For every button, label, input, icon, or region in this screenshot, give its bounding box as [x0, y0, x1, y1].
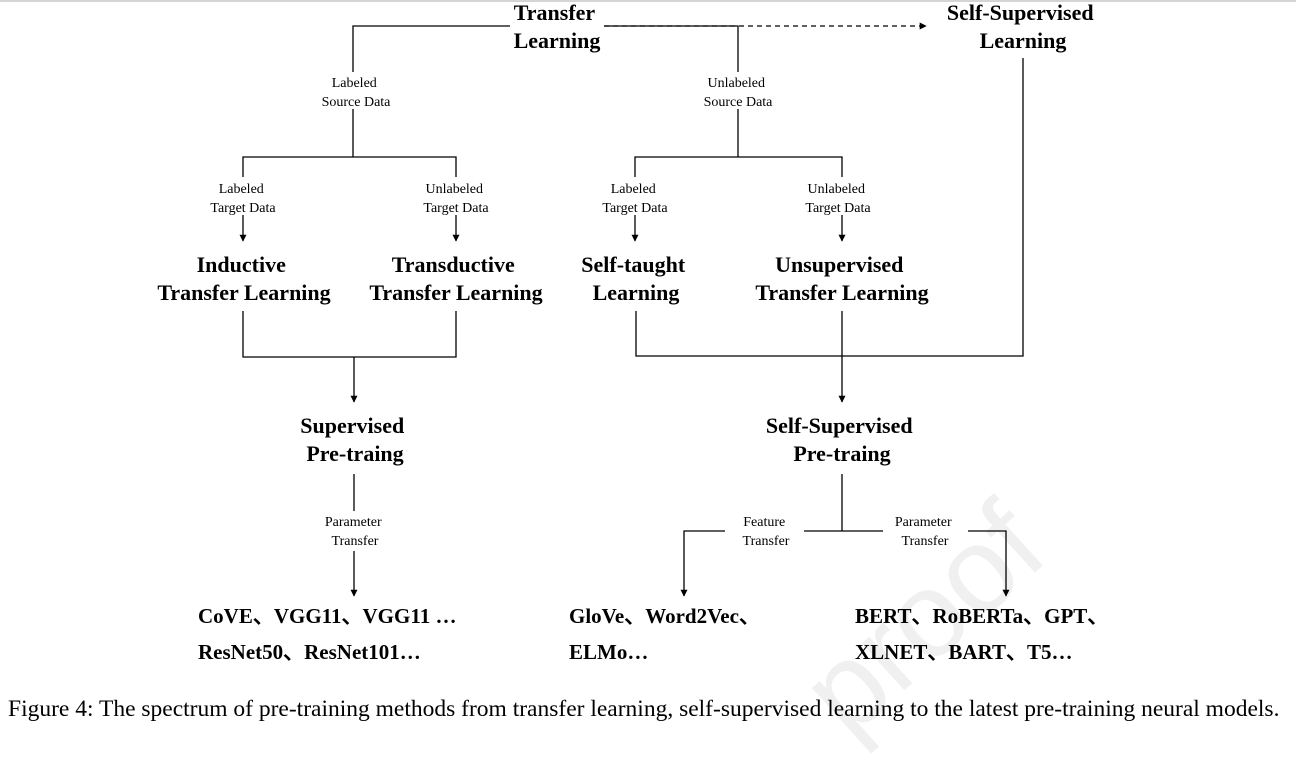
- edge-label-parameter-transfer-right: Parameter Transfer: [895, 515, 955, 549]
- node-supervised-pretraining: Supervised Pre-traing: [300, 413, 409, 466]
- node-inductive-transfer-learning: Inductive Transfer Learning: [157, 252, 330, 305]
- edge-feature-transfer-left: [680, 530, 725, 597]
- node-unsupervised-transfer-learning: Unsupervised Transfer Learning: [755, 252, 928, 305]
- edge-right-split: [634, 156, 843, 177]
- edge-label-right-labeled-target: Labeled Target Data: [602, 182, 668, 216]
- edge-transfer-top-bracket-right: [604, 25, 739, 72]
- node-transductive-transfer-learning: Transductive Transfer Learning: [369, 252, 542, 305]
- figure-caption: Figure 4: The spectrum of pre-training m…: [8, 696, 1280, 722]
- edge-label-unlabeled-source-data: Unlabeled Source Data: [704, 76, 774, 110]
- edge-merge-self-supervised: [635, 58, 1024, 357]
- feature-transfer-models-list: GloVe、Word2Vec、 ELMo…: [569, 604, 765, 664]
- node-self-supervised-learning: Self-Supervised Learning: [947, 0, 1099, 53]
- parameter-transfer-models-list: BERT、RoBERTa、GPT、 XLNET、BART、T5…: [855, 604, 1114, 664]
- edge-left-split: [242, 156, 457, 177]
- node-self-taught-learning: Self-taught Learning: [581, 252, 690, 305]
- edge-param-transfer-right: [968, 530, 1010, 597]
- node-transfer-learning: Transfer Learning: [514, 0, 601, 53]
- edge-label-left-unlabeled-target: Unlabeled Target Data: [423, 182, 489, 216]
- edge-label-parameter-transfer-left: Parameter Transfer: [325, 515, 385, 549]
- supervised-models-list: CoVE、VGG11、VGG11 … ResNet50、ResNet101…: [198, 604, 462, 664]
- node-self-supervised-pretraining: Self-Supervised Pre-traing: [766, 413, 918, 466]
- edge-merge-supervised: [242, 311, 457, 358]
- edge-transfer-top-bracket: [352, 25, 510, 72]
- edge-label-labeled-source-data: Labeled Source Data: [322, 76, 392, 110]
- edge-label-feature-transfer: Feature Transfer: [743, 515, 790, 549]
- edge-label-left-labeled-target: Labeled Target Data: [210, 182, 276, 216]
- edge-label-right-unlabeled-target: Unlabeled Target Data: [805, 182, 871, 216]
